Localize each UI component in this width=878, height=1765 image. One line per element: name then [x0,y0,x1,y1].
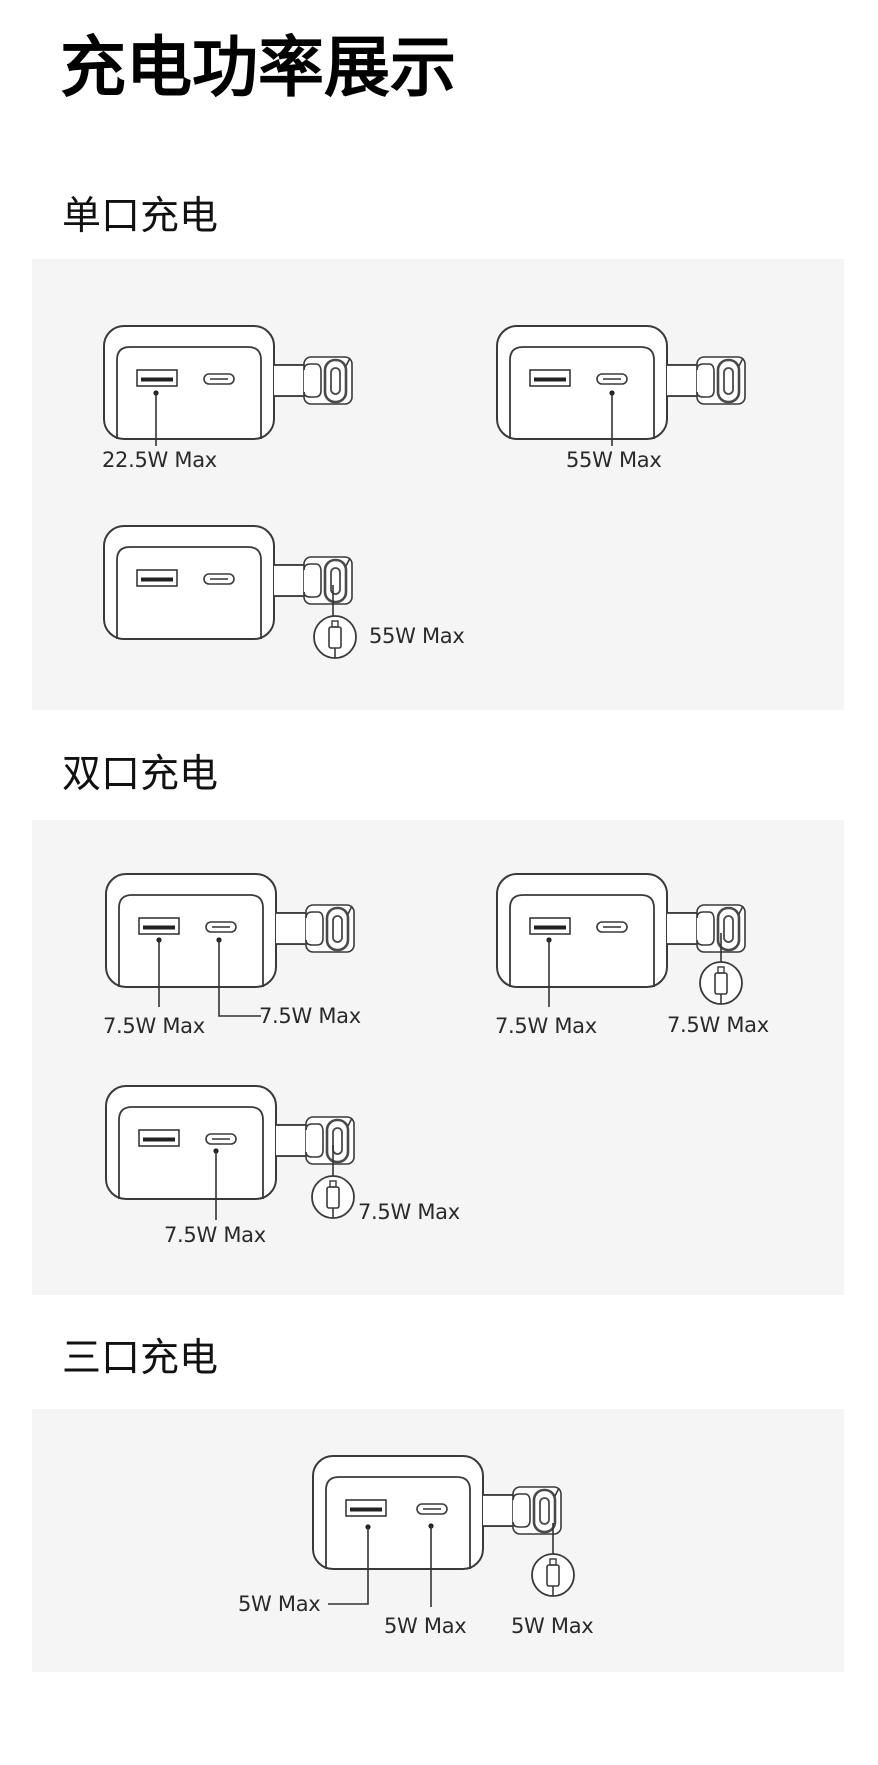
cable-icon [312,614,358,660]
callout-line [332,585,334,620]
callout-line [328,1524,371,1605]
usb-c-port-icon [416,1503,448,1515]
cable-icon [310,1174,356,1220]
section-title-triple-port: 三口充电 [62,1336,219,1381]
page-title: 充电功率展示 [60,29,456,106]
callout-line [213,1148,219,1220]
usb-a-power-label: 5W Max [238,1592,321,1616]
callout-line [216,937,261,1017]
usb-a-port-icon [138,1129,180,1147]
cable-power-label: 7.5W Max [667,1013,769,1037]
usb-a-port-icon [529,369,571,387]
callout-line [153,390,159,446]
usb-c-port-icon [205,1133,237,1145]
usb-a-port-icon [138,917,180,935]
usb-c-power-label: 7.5W Max [164,1223,266,1247]
callout-line [546,937,552,1007]
cable-power-label: 7.5W Max [358,1200,460,1224]
usb-c-port-icon [203,373,235,385]
usb-a-port-icon [136,569,178,587]
section-title-dual-port: 双口充电 [62,752,219,797]
section-title-single-port: 单口充电 [62,194,219,239]
usb-c-power-label: 55W Max [566,448,662,472]
usb-c-port-icon [203,573,235,585]
callout-line [609,390,615,446]
usb-a-power-label: 7.5W Max [103,1014,205,1038]
callout-line [332,1145,334,1180]
callout-line [428,1523,434,1607]
callout-line [720,933,722,965]
usb-c-port-icon [596,373,628,385]
usb-a-power-label: 22.5W Max [102,448,217,472]
usb-a-port-icon [345,1499,387,1517]
usb-c-power-label: 5W Max [384,1614,467,1638]
cable-power-label: 5W Max [511,1614,594,1638]
callout-line [552,1523,554,1557]
cable-icon [530,1552,576,1598]
usb-a-port-icon [529,917,571,935]
usb-a-port-icon [136,369,178,387]
cable-icon [698,960,744,1006]
usb-c-port-icon [596,921,628,933]
usb-c-power-label: 7.5W Max [259,1004,361,1028]
usb-c-port-icon [205,921,237,933]
callout-line [156,937,162,1007]
cable-power-label: 55W Max [369,624,465,648]
usb-a-power-label: 7.5W Max [495,1014,597,1038]
